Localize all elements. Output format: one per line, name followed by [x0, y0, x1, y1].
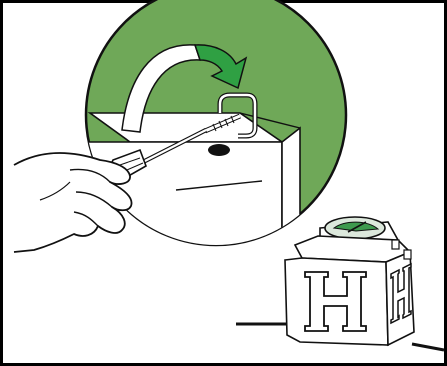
screw-hole: [208, 144, 230, 156]
